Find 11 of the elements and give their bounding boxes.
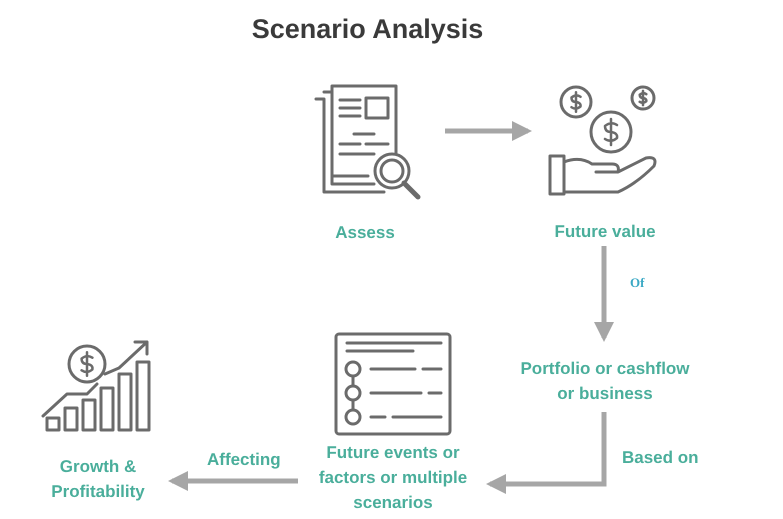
arrow — [445, 121, 532, 141]
diagram-title: Scenario Analysis — [250, 14, 484, 45]
arrow — [594, 246, 614, 342]
arrow — [486, 412, 606, 494]
step-label: Future value — [554, 221, 656, 243]
edge-label: Affecting — [207, 450, 281, 470]
step-label: Assess — [335, 222, 395, 244]
step-label: Portfolio or cashflow or business — [519, 358, 691, 405]
step-label: Growth & Profitability — [50, 456, 146, 503]
arrow — [168, 471, 298, 491]
step-label: Future events or factors or multiple scenarios — [318, 442, 468, 514]
